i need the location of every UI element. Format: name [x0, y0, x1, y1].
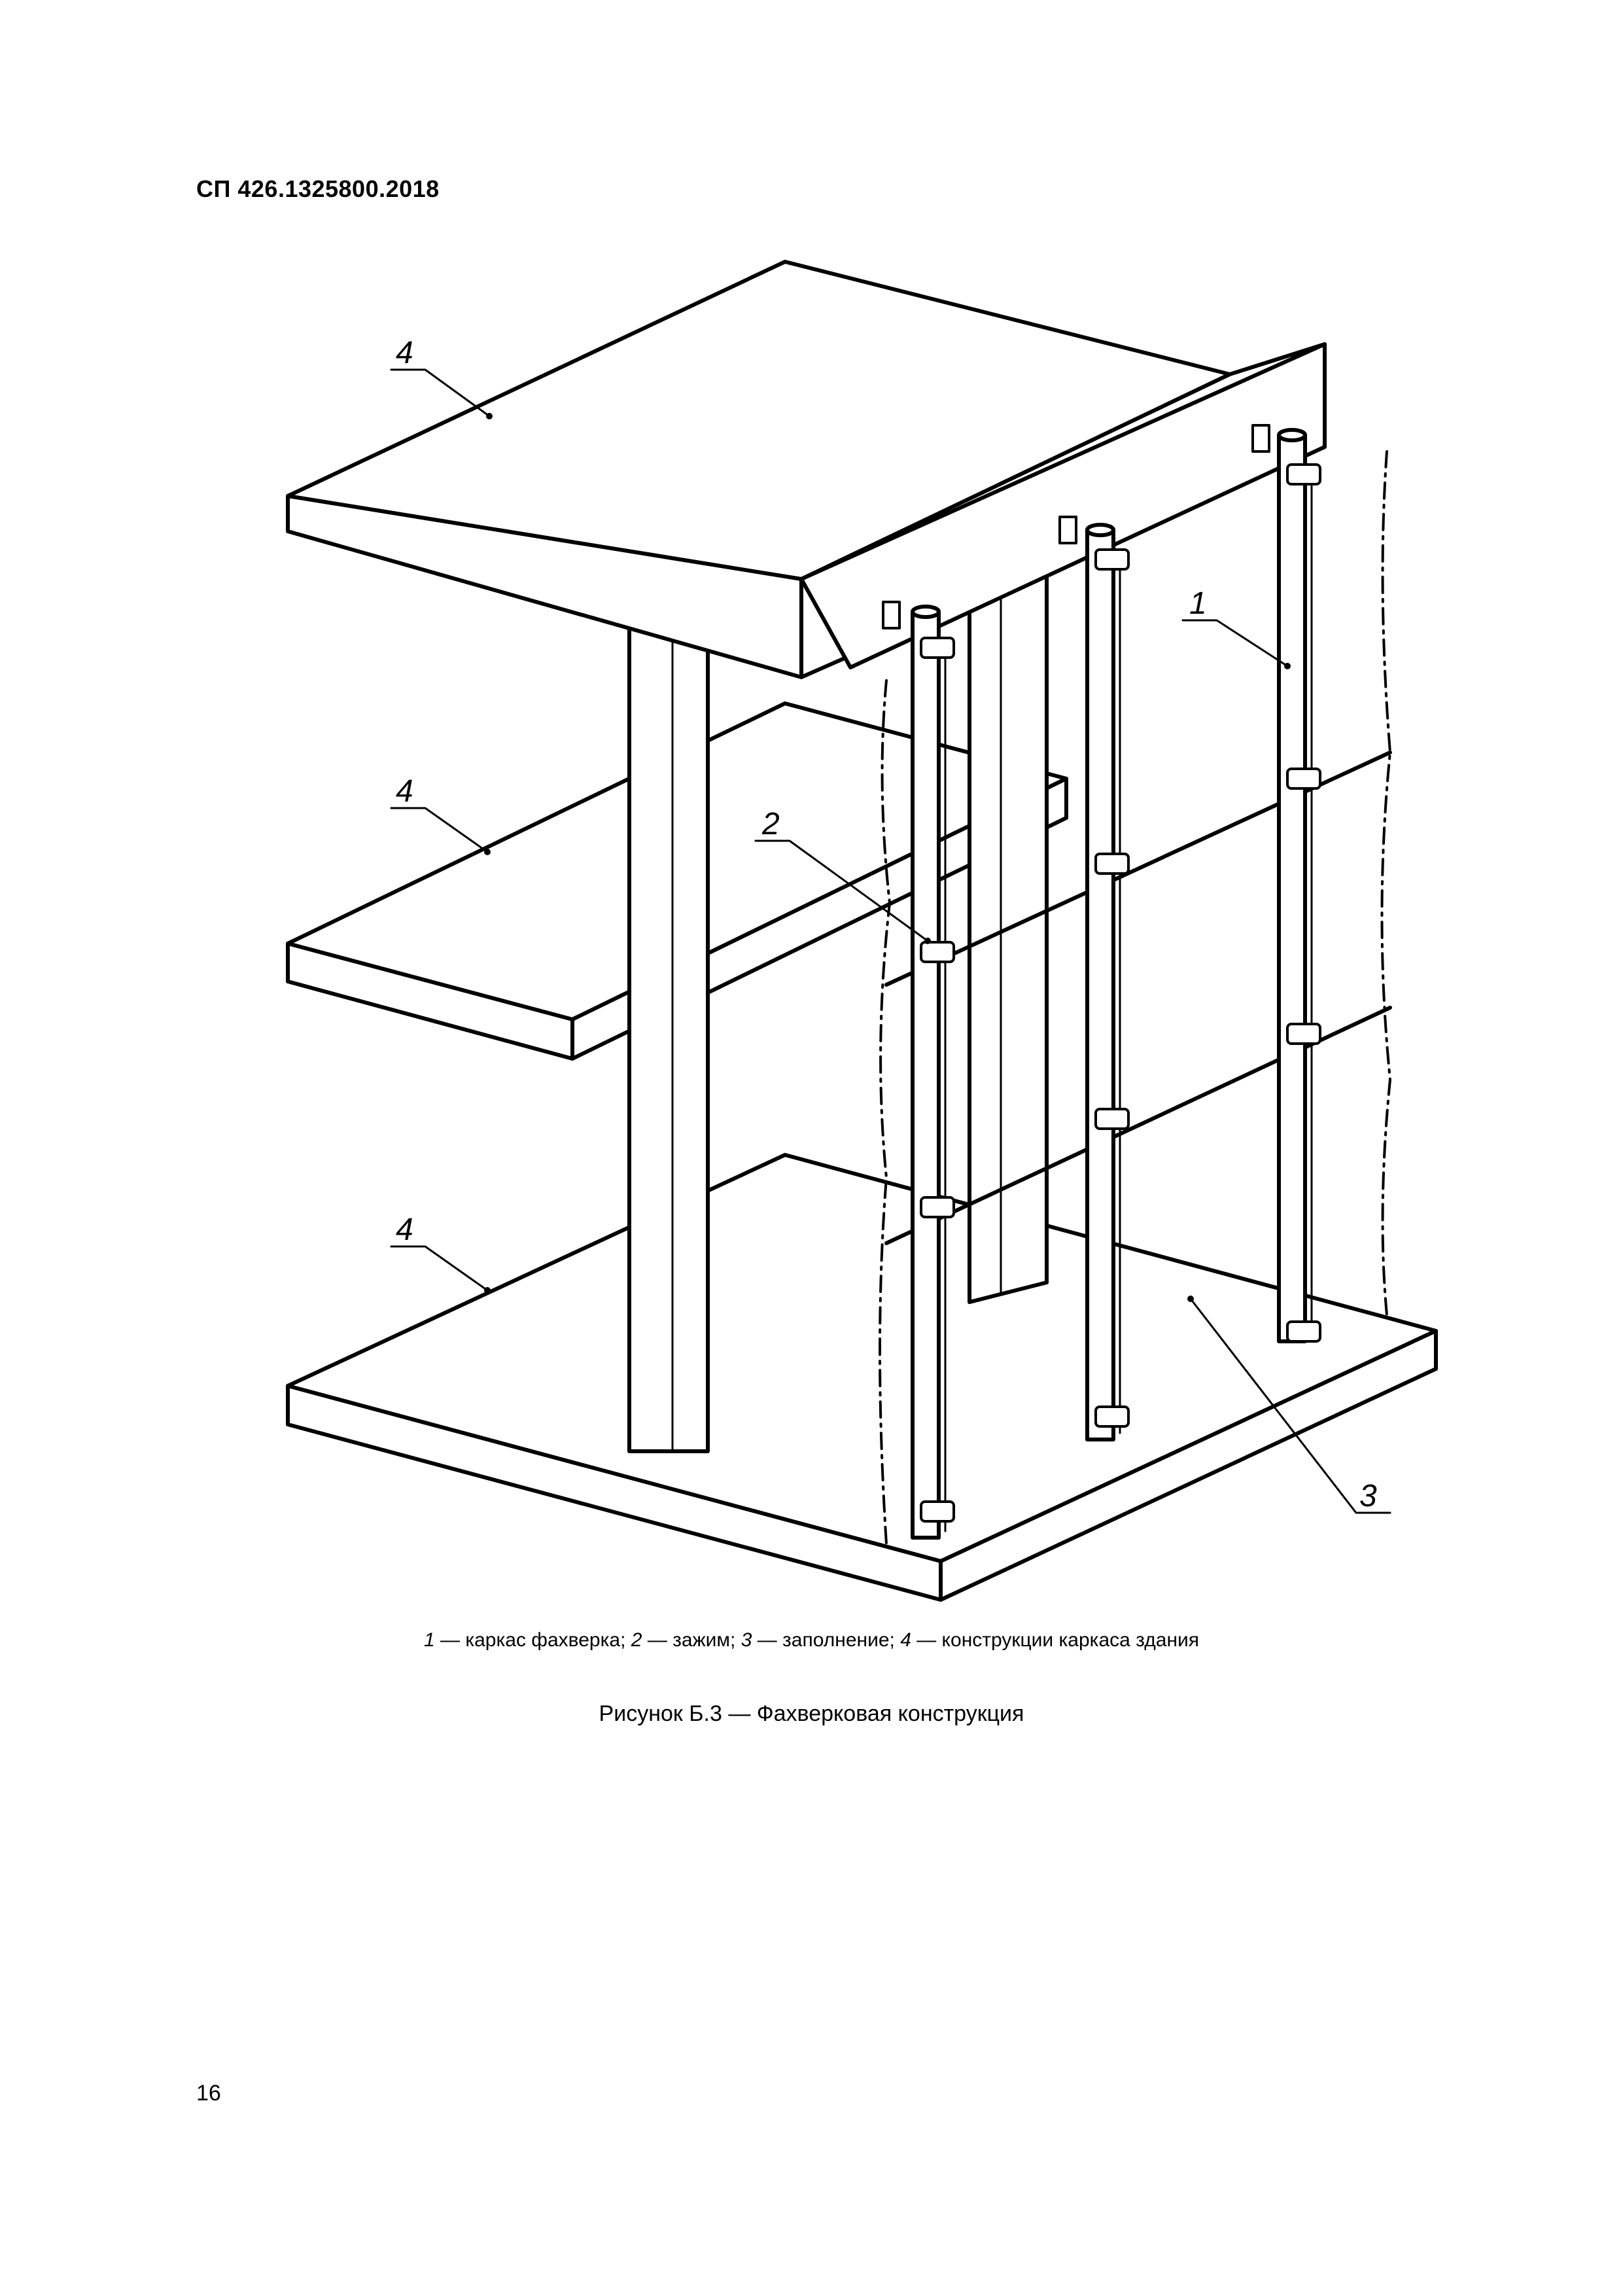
figure-caption: Рисунок Б.3 — Фахверковая конструкция — [599, 1701, 1024, 1726]
legend-text-4: — конструкции каркаса здания — [911, 1629, 1200, 1651]
legend-text-1: — каркас фахверка; — [434, 1629, 631, 1651]
page-number: 16 — [196, 2081, 221, 2106]
fill-boundaries — [879, 450, 1391, 1545]
legend-text-3: — заполнение; — [752, 1629, 901, 1651]
legend-num-1: 1 — [423, 1629, 435, 1651]
clamps — [882, 424, 1321, 1523]
callout-label-1: 1 — [1189, 586, 1207, 621]
callout-label-3: 3 — [1359, 1479, 1377, 1513]
top-slab — [286, 260, 1327, 679]
timber-frame-posts — [911, 428, 1313, 1540]
building-column — [627, 616, 710, 1453]
document-code-header: СП 426.1325800.2018 — [196, 175, 440, 202]
callout-label-4-middle: 4 — [396, 774, 413, 809]
legend-num-4: 4 — [900, 1629, 911, 1651]
figure-legend: 1 — каркас фахверка; 2 — зажим; 3 — запо… — [0, 1629, 1623, 1651]
legend-num-3: 3 — [741, 1629, 752, 1651]
callout-label-4-bottom: 4 — [396, 1212, 413, 1247]
legend-num-2: 2 — [631, 1629, 642, 1651]
callout-label-4-top: 4 — [396, 336, 413, 370]
building-core — [968, 548, 1049, 1304]
callout-label-2: 2 — [761, 807, 780, 841]
leader-lines — [390, 368, 1391, 1514]
bottom-slab — [286, 1153, 1438, 1602]
leader-dots — [484, 413, 1291, 1302]
legend-text-2: — зажим; — [642, 1629, 741, 1651]
